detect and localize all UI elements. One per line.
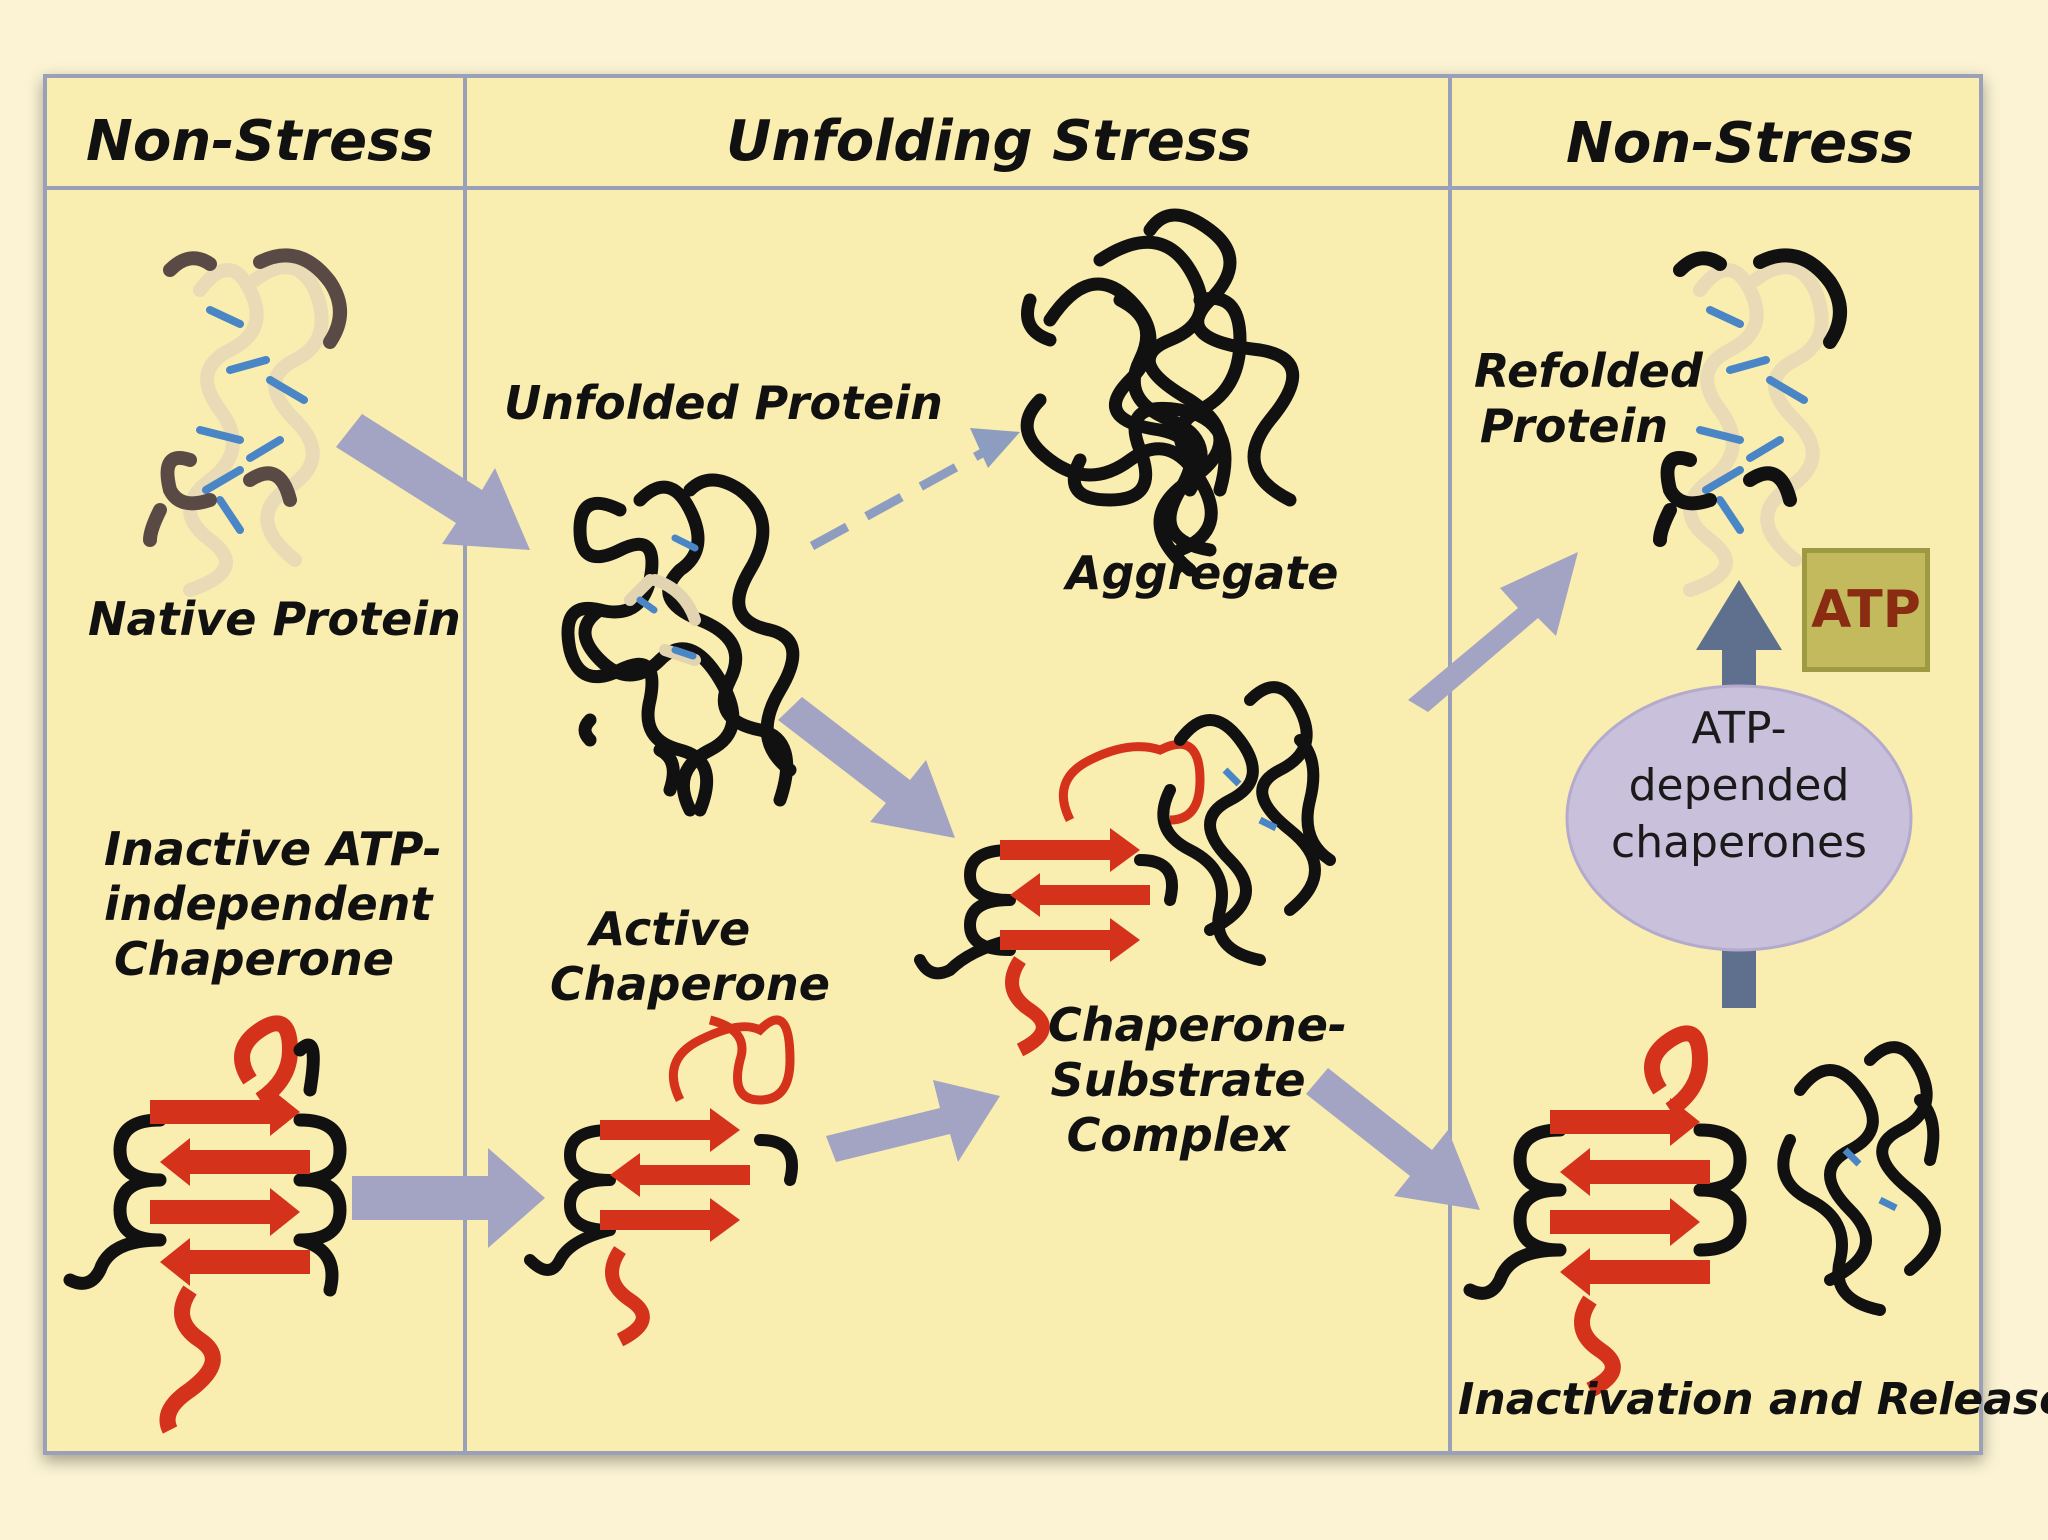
label-inactive-line-3: Chaperone bbox=[114, 932, 394, 987]
atp-box: ATP bbox=[1802, 548, 1930, 672]
label-aggregate: Aggregate bbox=[1066, 546, 1339, 600]
atp-oval-label: ATP- depended chaperones bbox=[1589, 700, 1889, 872]
label-complex: Chaperone- Substrate Complex bbox=[1048, 998, 1347, 1164]
label-complex-line-1: Chaperone- bbox=[1048, 998, 1347, 1052]
label-refolded-protein: Refolded Protein bbox=[1474, 344, 1703, 454]
label-unfolded-protein: Unfolded Protein bbox=[504, 376, 943, 430]
atp-oval-line-2: depended bbox=[1628, 760, 1850, 812]
label-complex-line-3: Complex bbox=[1066, 1108, 1290, 1163]
complex-illustration bbox=[914, 681, 1336, 1057]
active-chaperone-illustration bbox=[524, 1015, 798, 1347]
atp-oval-line-1: ATP- bbox=[1691, 703, 1787, 754]
header-right: Non-Stress bbox=[1566, 111, 1914, 176]
arrow-complex-to-release bbox=[1306, 1068, 1480, 1210]
aggregate-illustration bbox=[1020, 208, 1300, 577]
header-middle: Unfolding Stress bbox=[726, 109, 1252, 174]
label-complex-line-2: Substrate bbox=[1050, 1053, 1306, 1108]
atp-oval-line-3: chaperones bbox=[1611, 817, 1867, 869]
released-chaperone-illustration bbox=[1463, 1025, 1941, 1398]
label-active-chaperone: Active Chaperone bbox=[550, 902, 830, 1012]
label-inactive-line-1: Inactive ATP- bbox=[104, 822, 442, 876]
label-refolded-line-2: Protein bbox=[1479, 399, 1669, 454]
label-inactive-line-2: independent bbox=[104, 877, 433, 932]
arrow-inactive-to-active bbox=[352, 1148, 545, 1248]
inactive-chaperone-illustration bbox=[63, 1015, 347, 1434]
label-inactivation-release: Inactivation and Release bbox=[1458, 1374, 2048, 1425]
dashed-arrow-to-aggregate bbox=[809, 428, 1020, 550]
arrow-to-refolded bbox=[1408, 552, 1578, 712]
label-refolded-line-1: Refolded bbox=[1474, 344, 1703, 398]
refolded-protein-illustration bbox=[1653, 248, 1847, 597]
unfolded-protein-illustration bbox=[561, 473, 800, 817]
header-left: Non-Stress bbox=[86, 109, 434, 174]
label-native-protein: Native Protein bbox=[88, 592, 461, 646]
label-inactive-chaperone: Inactive ATP- independent Chaperone bbox=[104, 822, 442, 988]
arrow-unfolded-to-complex bbox=[778, 697, 955, 838]
arrow-active-to-complex bbox=[826, 1080, 1000, 1162]
atp-chaperones-oval bbox=[1565, 684, 1913, 952]
label-active-line-2: Chaperone bbox=[550, 957, 830, 1012]
label-active-line-1: Active bbox=[589, 902, 751, 956]
native-protein-illustration bbox=[143, 248, 347, 597]
arrow-native-to-unfolded bbox=[336, 414, 530, 550]
